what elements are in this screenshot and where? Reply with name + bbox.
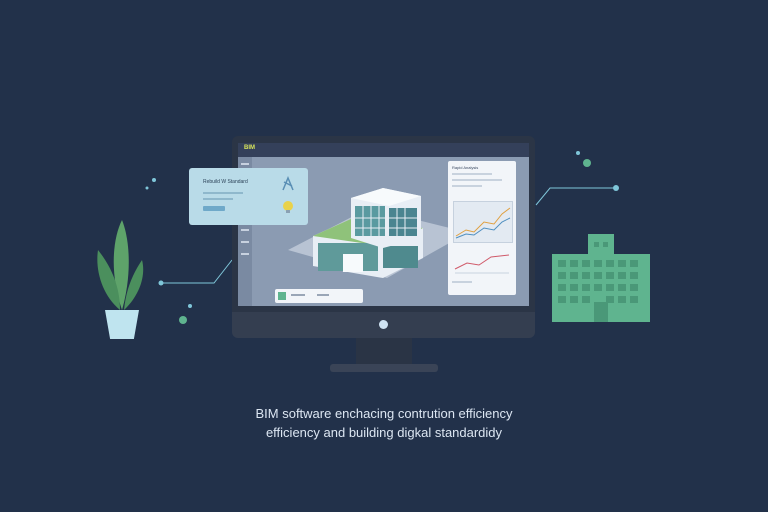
building-3d-model[interactable] — [313, 188, 453, 278]
caption-line-2: efficiency and building digkal standardi… — [265, 425, 503, 440]
app-toolbar: BIM — [238, 143, 529, 157]
monitor-stand-base — [330, 364, 438, 372]
panel-line — [452, 173, 492, 175]
power-indicator-icon — [379, 320, 388, 329]
thumbnail-icon[interactable] — [278, 292, 286, 300]
dot — [152, 178, 156, 182]
lightbulb-icon — [283, 201, 293, 213]
toolbar-line — [291, 294, 305, 296]
toolbar-line — [317, 294, 329, 296]
plant-leaves-icon — [97, 220, 144, 310]
panel-line — [452, 185, 482, 187]
analysis-chart[interactable] — [453, 201, 513, 243]
card-line — [203, 198, 233, 200]
signpost-icon — [282, 176, 294, 191]
dot — [158, 280, 164, 286]
dot — [188, 304, 192, 308]
dot — [145, 186, 149, 190]
bottom-toolbar — [275, 289, 363, 303]
card-action-button[interactable] — [203, 206, 225, 211]
plant-pot — [105, 310, 139, 339]
caption-line-1: BIM software enchacing contrution effici… — [255, 406, 513, 421]
dot — [576, 151, 580, 155]
dot — [179, 316, 187, 324]
panel-line — [452, 179, 502, 181]
side-panel-item[interactable] — [241, 253, 249, 255]
panel-line — [452, 281, 472, 283]
caption: BIM software enchacing contrution effici… — [0, 404, 768, 442]
side-panel-item[interactable] — [241, 241, 249, 243]
side-panel-item[interactable] — [241, 229, 249, 231]
side-panel-item[interactable] — [241, 163, 249, 165]
monitor-stand-neck — [356, 338, 412, 364]
bar-chart-icon — [454, 254, 510, 274]
panel-title: Rapid Analysis — [452, 165, 479, 170]
app-logo: BIM — [244, 145, 255, 151]
analysis-panel: Rapid Analysis — [448, 161, 516, 295]
line-chart-icon — [455, 207, 511, 239]
dot — [583, 159, 591, 167]
card-line — [203, 192, 243, 194]
card-title: Rebuild W Standard — [203, 179, 248, 185]
green-building-icon — [552, 234, 650, 322]
dot — [613, 185, 619, 191]
